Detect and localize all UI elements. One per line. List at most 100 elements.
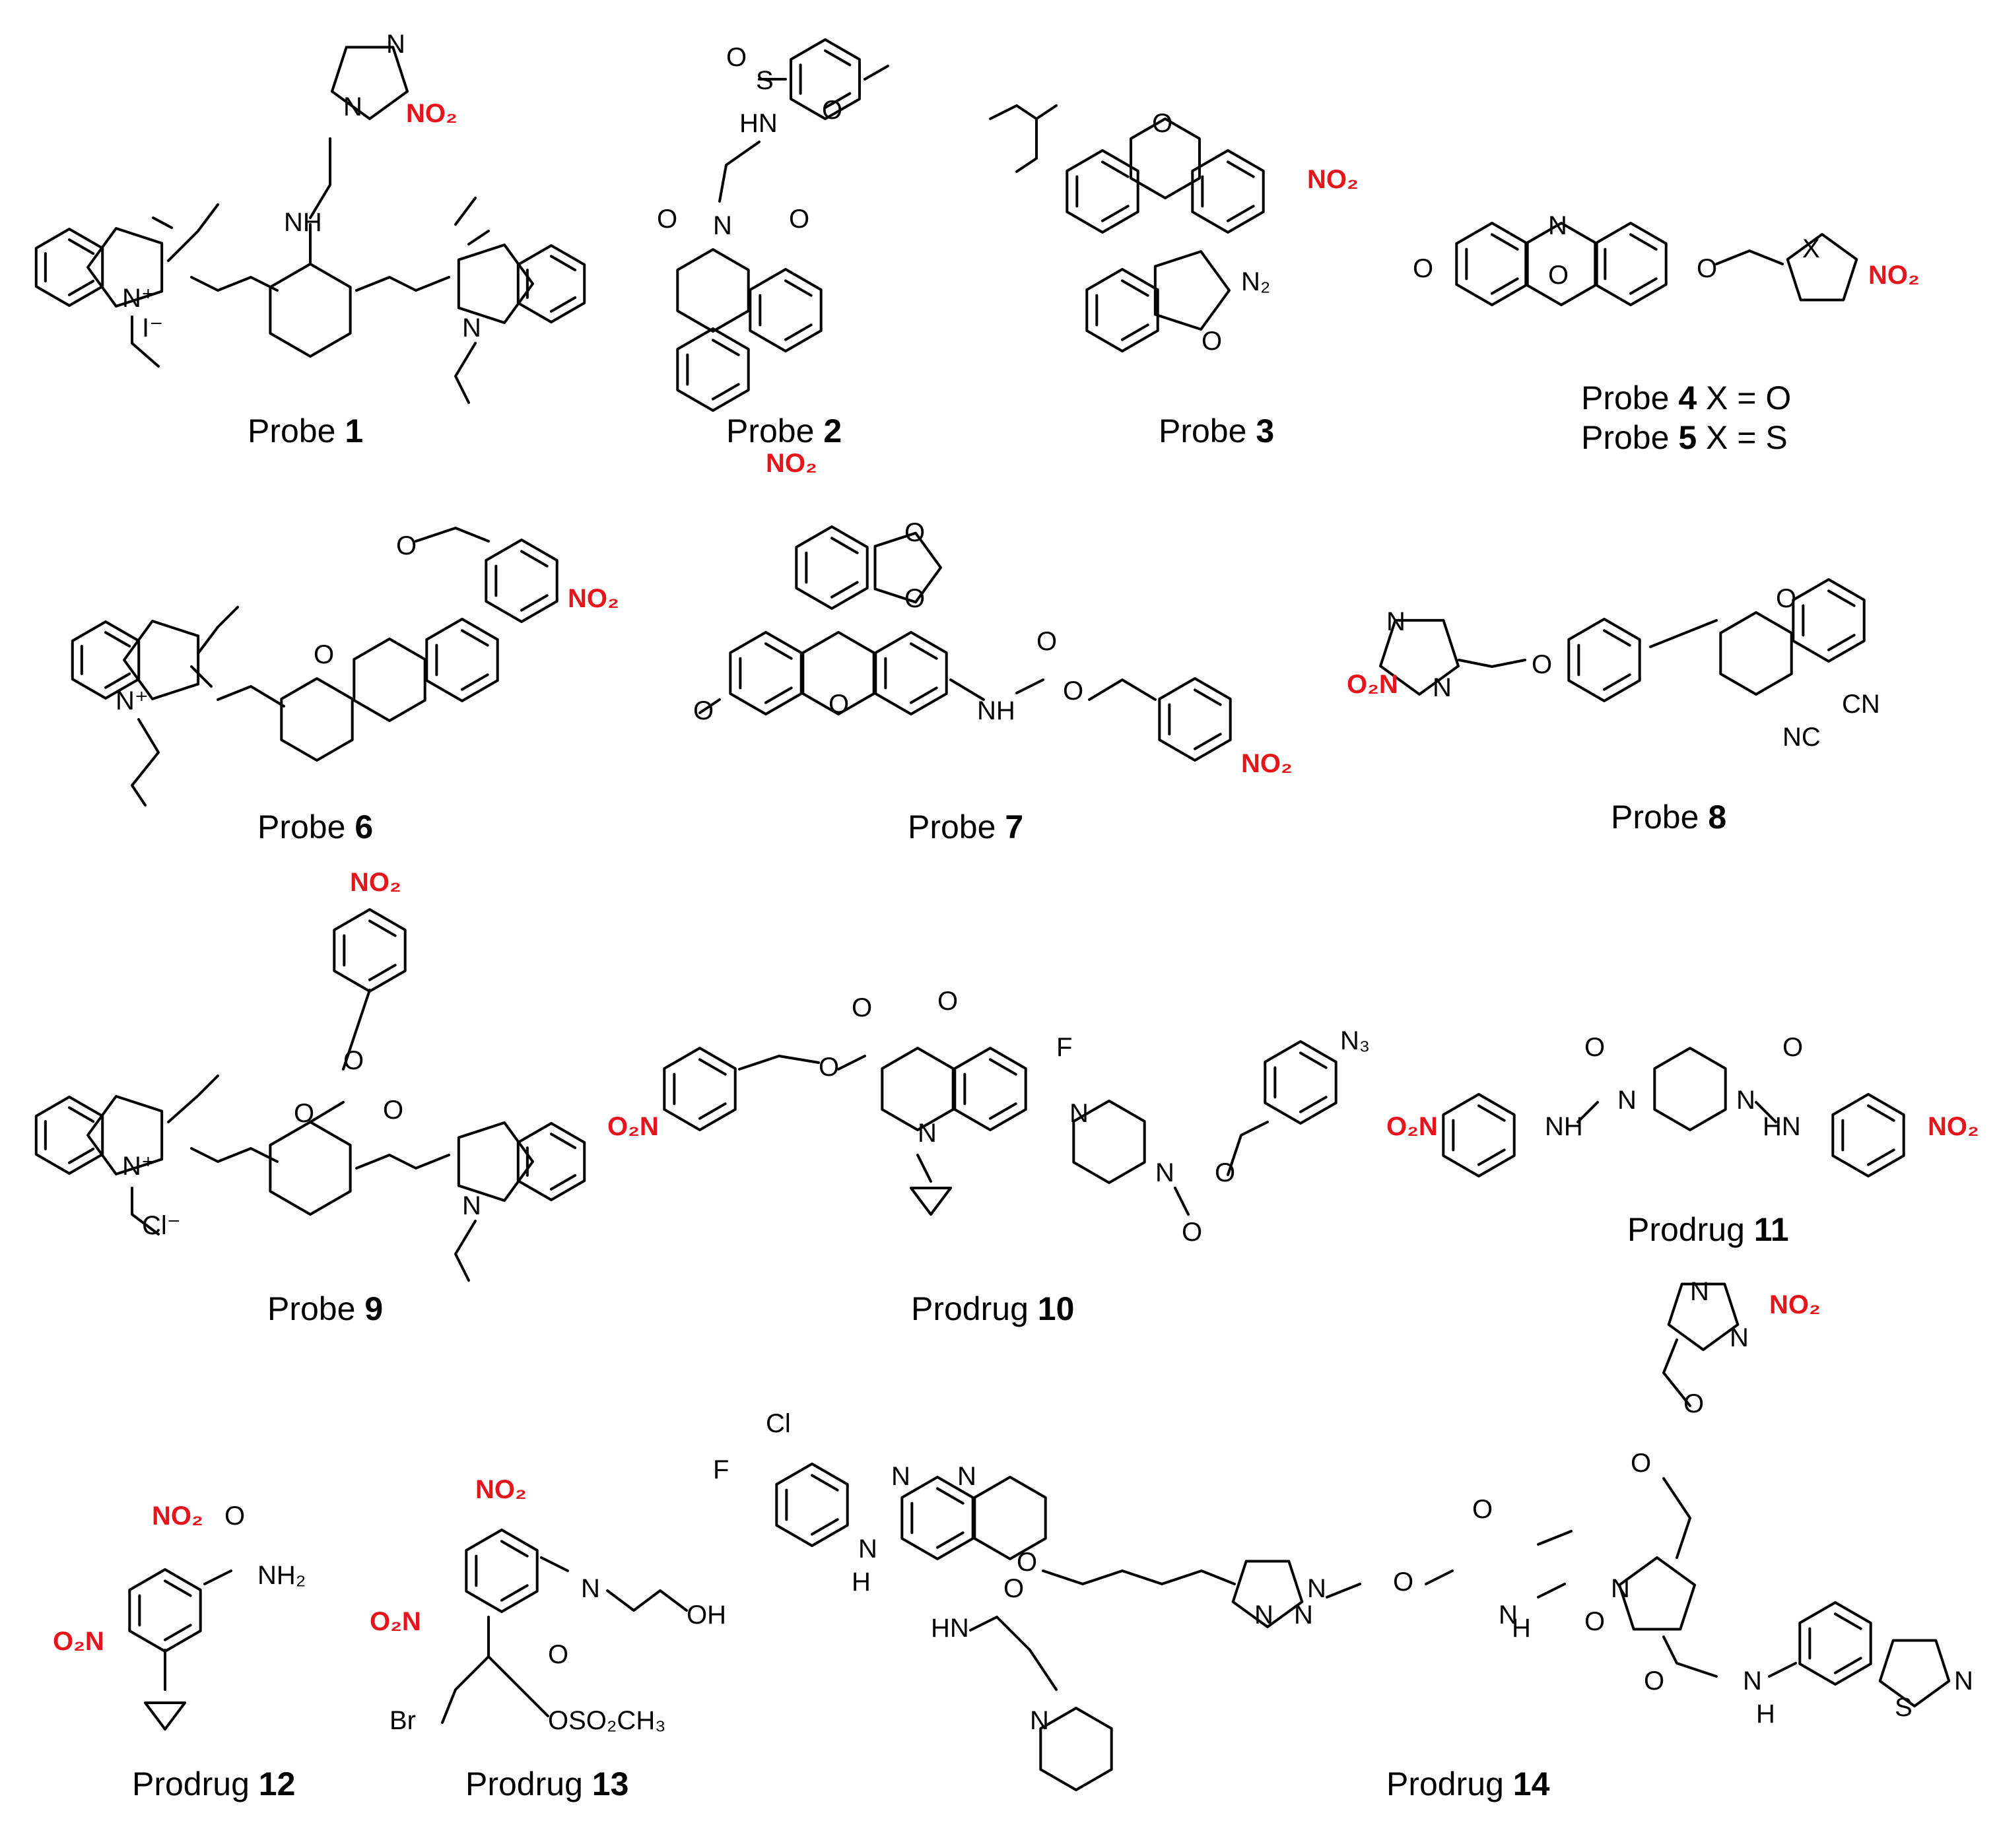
caption-prefix: Prodrug [1627,1211,1754,1248]
atom-label: N [1155,1158,1174,1187]
aromatic-inner-line [550,1133,577,1150]
ring-path [86,227,164,308]
atom-label: O [822,96,842,125]
aromatic-inner-line [104,631,131,648]
caption-number: 11 [1754,1211,1789,1248]
aromatic-inner-line [936,1487,965,1505]
atom-label: O [1215,1158,1235,1187]
ring-path [1066,149,1139,234]
chain-bond [738,1055,820,1071]
chain-bond [1015,117,1038,173]
chain-bond [1768,1662,1797,1678]
caption-prefix: Prodrug [1386,1766,1513,1802]
chain-bond [1755,1101,1777,1123]
caption-number: 2 [823,412,842,449]
ring-path [1719,611,1793,696]
atom-label: O [1393,1568,1413,1597]
ring-path [1130,117,1201,199]
chain-bond [131,718,160,807]
atom-label: F [1056,1033,1072,1062]
aromatic-inner-line [764,686,793,704]
atom-label: O [1532,650,1552,679]
chain-bond [190,1147,279,1163]
caption-number: 10 [1038,1290,1075,1327]
ring-path [1786,233,1858,302]
aromatic-inner-line [1101,160,1130,178]
caption-number: 3 [1256,412,1274,449]
ring-path [269,263,352,358]
chain-bond [1715,249,1784,265]
caption-suffix: X = S [1697,419,1788,456]
atom-label: N [581,1574,600,1603]
compound-caption: Probe 9 [267,1290,383,1327]
aromatic-inner-line [1101,205,1130,222]
atom-label: S [756,66,774,95]
chain-bond [916,1154,932,1183]
ring-path [1524,222,1598,306]
caption-number: 1 [345,412,363,449]
ring-path [465,1529,539,1613]
chain-bond [190,276,279,292]
atom-label: O [657,205,677,234]
atom-label: O [1202,327,1222,356]
aromatic-inner-line [550,255,577,272]
atom-label: O [1584,1607,1605,1636]
compound-caption: Probe 7 [908,808,1023,845]
ring-path [1831,1093,1905,1177]
chain-bond [1015,678,1044,694]
chain-bond [131,315,160,368]
ring-path [873,531,942,604]
chain-bond [415,527,490,543]
atom-label: N₃ [1340,1026,1370,1055]
atom-label: N [1307,1574,1326,1603]
aromatic-inner-line [68,1106,95,1123]
aromatic-inner-line [910,642,938,660]
aromatic-inner-line [1827,634,1856,651]
aromatic-inner-line [989,1102,1017,1120]
nitro-group-label: O₂N [370,1607,421,1636]
chain-bond [989,104,1058,120]
nitro-group-label: NO₂ [350,868,401,897]
atom-label: O [904,584,925,613]
ring-path [1567,618,1641,702]
atom-label: HN [931,1614,969,1643]
atom-label: O [1003,1574,1024,1603]
atom-label: N [1294,1600,1313,1630]
atom-label: N [1548,211,1567,240]
atom-label: O [1413,254,1433,283]
aromatic-inner-line [989,1058,1017,1076]
chain-bond [1458,659,1526,668]
ring-path [953,1047,1027,1131]
chain-bond [309,1101,345,1123]
ring-path [1072,1100,1146,1184]
atom-label: NH [977,696,1015,725]
aromatic-inner-line [164,1579,192,1597]
caption-prefix: Probe [1581,419,1678,456]
atom-label: N [1617,1086,1637,1115]
atom-label: OH [687,1600,726,1630]
aromatic-inner-line [1121,279,1149,297]
atom-label: Cl⁻ [142,1211,181,1240]
compound-caption: Probe 6 [257,808,373,845]
atom-label: O [693,696,714,725]
caption-prefix: Probe [726,412,823,449]
atom-label: O [1036,627,1057,656]
atom-label: X [1802,234,1820,263]
nitro-group-label: O₂N [1386,1112,1438,1141]
chain-bond [197,606,239,655]
ring-path [729,631,803,715]
aromatic-inner-line [68,1147,95,1164]
atom-label: O [396,531,417,560]
atom-label: O [1063,676,1083,706]
aromatic-inner-line [910,686,938,704]
chain-bond [1662,1477,1691,1559]
caption-suffix: X = O [1697,380,1791,416]
ring-path [881,1047,955,1131]
compound-caption: Probe 3 [1159,412,1274,449]
atom-label: N [462,1191,481,1220]
atom-label: O [1782,1033,1803,1062]
chain-bond [996,1616,1058,1691]
atom-label: N [1386,607,1406,636]
aromatic-inner-line [1491,277,1519,295]
atom-label: NH [284,208,322,237]
